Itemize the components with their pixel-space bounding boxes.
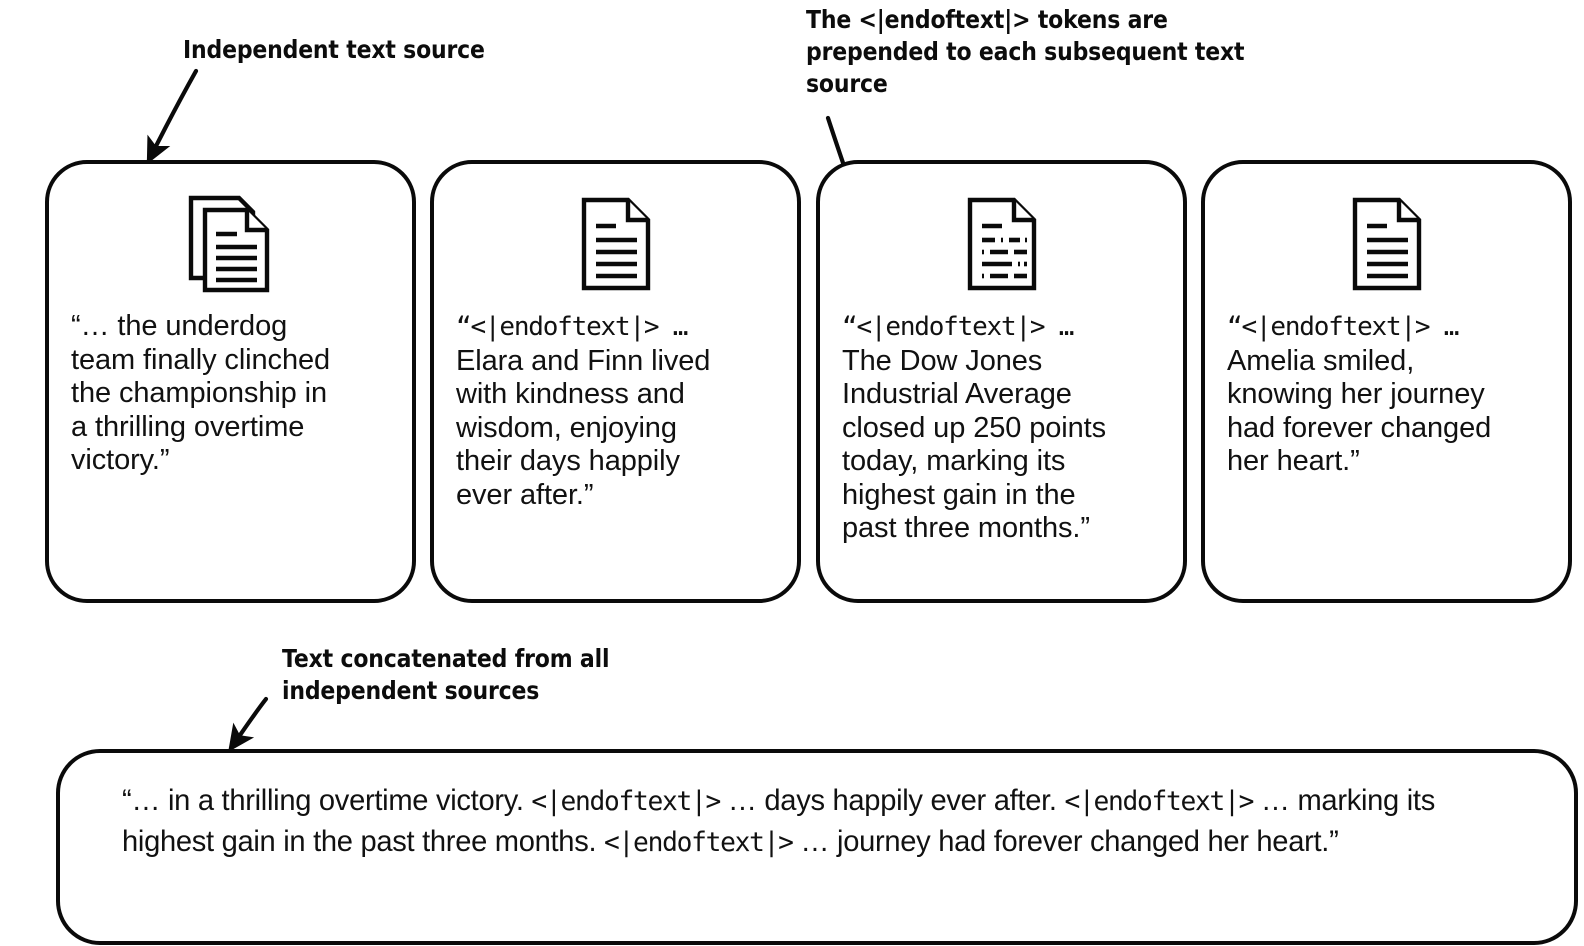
quote-line: her heart.” [1227, 445, 1360, 477]
concat-segment: … journey had forever changed her heart.… [792, 825, 1339, 858]
quote-line: the championship in [71, 377, 328, 409]
concatenated-text-box[interactable]: “… in a thrilling overtime victory. <|en… [56, 749, 1578, 945]
quote-line: Industrial Average [842, 378, 1072, 410]
quote-line: Elara and Finn lived [456, 344, 711, 377]
annotation-line: Text concatenated from all [282, 644, 610, 673]
annotation-line: independent sources [282, 676, 540, 705]
quote-line: closed up 250 points [842, 411, 1107, 444]
quote-line: past three months.” [842, 512, 1090, 544]
endoftext-token: “<|endoftext|> … [842, 312, 1074, 342]
quote-line: victory.” [71, 444, 170, 476]
quote-line: had forever changed [1227, 411, 1492, 444]
arrow-text-concatenated [228, 696, 269, 753]
quote-line: team finally clinched [71, 343, 331, 376]
annotation-text-concatenated: Text concatenated from all independent so… [282, 643, 652, 707]
quote-line: The Dow Jones [842, 344, 1043, 377]
endoftext-token: <|endoftext|> [604, 827, 794, 858]
endoftext-token: “<|endoftext|> … [1227, 312, 1459, 342]
quote-line: “… the underdog [71, 310, 288, 342]
stacked-document-icon [49, 192, 412, 296]
arrow-independent-text-source [146, 68, 199, 165]
concat-segment: … marking its highest gain in the past t… [122, 784, 1435, 858]
quote-line: wisdom, enjoying [456, 411, 677, 444]
quote-line: with kindness and [456, 378, 685, 410]
quote-line: highest gain in the [842, 478, 1076, 511]
quote-line: their days happily [456, 445, 680, 477]
document-icon [1205, 192, 1568, 296]
annotation-independent-text-source: Independent text source [183, 35, 485, 64]
annotation-line: prepended to each subsequent text [806, 37, 1245, 66]
endoftext-token: <|endoftext|> [1064, 786, 1254, 817]
quote-line: today, marking its [842, 445, 1066, 477]
annotation-line: The <|endoftext|> tokens are [806, 5, 1168, 34]
quote-line: knowing her journey [1227, 378, 1485, 410]
concat-segment: … days happily ever after. [720, 784, 1065, 817]
concatenated-text: “… in a thrilling overtime victory. <|en… [122, 781, 1486, 863]
concat-segment: “… in a thrilling overtime victory. [122, 784, 532, 817]
text-source-card-4[interactable]: “<|endoftext|> …Amelia smiled,knowing he… [1201, 160, 1572, 603]
annotation-endoftext-prepended: The <|endoftext|> tokens are prepended to… [806, 4, 1264, 100]
endoftext-token: “<|endoftext|> … [456, 312, 688, 342]
document-list-icon [820, 192, 1183, 296]
quote-line: ever after.” [456, 478, 594, 511]
card-quote-text: “<|endoftext|> …Amelia smiled,knowing he… [1227, 310, 1554, 479]
document-icon [434, 192, 797, 296]
quote-line: a thrilling overtime [71, 410, 305, 443]
endoftext-token: <|endoftext|> [531, 786, 721, 817]
quote-line: Amelia smiled, [1227, 344, 1415, 377]
annotation-line: source [806, 69, 888, 98]
